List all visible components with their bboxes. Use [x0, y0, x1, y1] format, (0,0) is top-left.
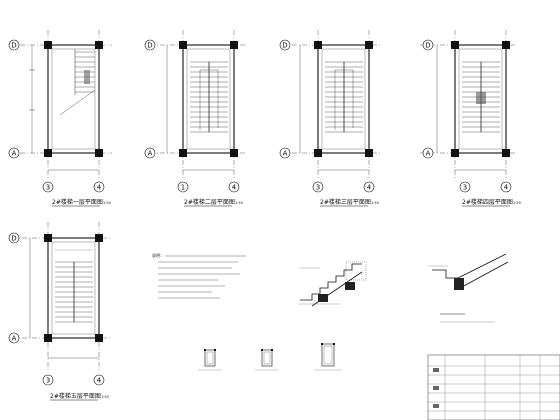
axis-bubble-top: D: [8, 39, 20, 51]
plan-title: 2#楼梯二层平面图: [184, 198, 235, 206]
axis-label: 3: [46, 184, 50, 192]
beam-section-3: [314, 343, 342, 371]
axis-label: D: [147, 42, 152, 50]
axis-bubble-left: 3: [42, 181, 54, 193]
axis-label: 3: [46, 377, 50, 385]
axis-bubble-right: 4: [228, 181, 240, 193]
axis-label: D: [425, 42, 430, 50]
axis-label: A: [12, 150, 17, 158]
axis-bubble-top: D: [422, 39, 434, 51]
axis-label: 4: [97, 377, 102, 385]
axis-bubble-top: D: [8, 232, 20, 244]
axis-bubble-left: 3: [42, 374, 54, 386]
plan-title: 2#楼梯一层平面图: [52, 198, 103, 206]
axis-bubble-left: 3: [459, 181, 471, 193]
axis-label: 3: [463, 184, 467, 192]
plan-floor-2: D A 1 4 2#楼梯二层平面图 1:50: [144, 30, 245, 207]
notes-heading: 说明：: [152, 252, 164, 258]
axis-bubble-right: 4: [93, 374, 105, 386]
axis-bubble-bottom: A: [422, 147, 434, 159]
axis-bubble-top: D: [144, 39, 156, 51]
plan-scale: 1:50: [513, 201, 521, 205]
stair-flights: [190, 61, 228, 133]
plan-scale: 1:50: [101, 395, 109, 399]
stair-flights: [462, 61, 500, 133]
axis-label: D: [11, 235, 16, 243]
stair-flights: [325, 61, 363, 133]
axis-label: A: [426, 150, 431, 158]
axis-label: 4: [97, 184, 102, 192]
general-notes: 说明：: [152, 252, 246, 299]
axis-bubble-bottom: A: [279, 147, 291, 159]
beam-section-1: [198, 349, 222, 371]
axis-bubble-left: 3: [312, 181, 324, 193]
axis-bubble-bottom: A: [144, 147, 156, 159]
plan-title: 2#楼梯三层平面图: [320, 198, 371, 206]
axis-bubble-right: 4: [363, 181, 375, 193]
beam-section-2: [255, 349, 279, 371]
axis-label: 4: [232, 184, 237, 192]
stair-section-detail-1: [298, 261, 367, 307]
stair-flights: [55, 249, 93, 323]
stair-flight: [59, 49, 96, 116]
axis-label: 1: [181, 184, 185, 192]
axis-label: A: [283, 150, 288, 158]
axis-label: A: [12, 335, 17, 343]
plan-scale: 1:50: [103, 201, 111, 205]
plan-title: 2#楼梯五层平面图: [50, 392, 101, 400]
axis-bubble-left: 1: [177, 181, 189, 193]
plan-title: 2#楼梯四层平面图: [462, 198, 513, 206]
axis-label: D: [11, 42, 16, 50]
plan-scale: 1:50: [371, 201, 379, 205]
axis-bubble-bottom: A: [8, 332, 20, 344]
axis-bubble-bottom: A: [8, 147, 20, 159]
stair-section-detail-2: [428, 253, 509, 323]
plan-floor-5: D A 3 4 2#楼梯五层平面图 1:50: [8, 222, 112, 401]
axis-label: D: [282, 42, 287, 50]
axis-label: 4: [367, 184, 372, 192]
axis-bubble-top: D: [279, 39, 291, 51]
axis-bubble-right: 4: [500, 181, 512, 193]
axis-label: 3: [316, 184, 320, 192]
plan-floor-4: D A 3 4 2#楼梯四层平面图 1:50: [420, 30, 521, 207]
plan-scale: 1:50: [235, 201, 243, 205]
plan-floor-3: D A 3 4 2#楼梯三层平面图 1:50: [279, 30, 380, 207]
axis-bubble-right: 4: [93, 181, 105, 193]
axis-label: A: [148, 150, 153, 158]
axis-label: 4: [504, 184, 509, 192]
title-block-table: [427, 354, 560, 420]
plan-floor-1: D A 3 4 2#楼梯一层平面图 1:50: [8, 30, 112, 207]
